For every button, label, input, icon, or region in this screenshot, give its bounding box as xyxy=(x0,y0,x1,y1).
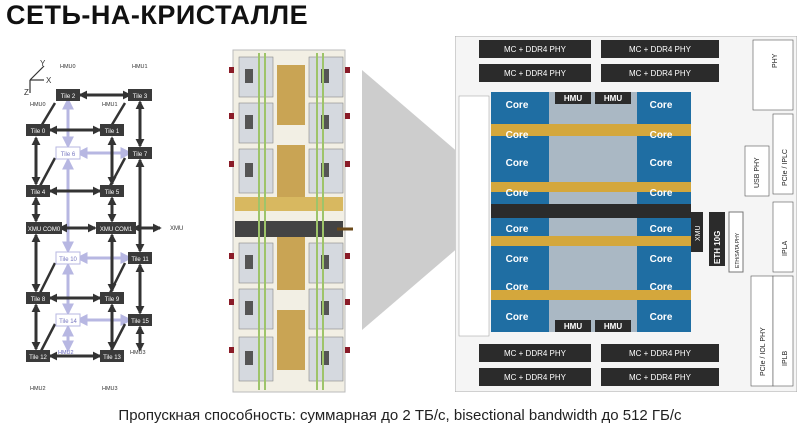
eth-sata-label: ETH/SATA PHY xyxy=(735,232,741,268)
right-io-blocks xyxy=(744,39,794,387)
phy-block-4-label: MC + DDR4 PHY xyxy=(504,349,567,358)
hmu0-front-label: HMU0 xyxy=(30,102,46,108)
ddr-phy-blocks: MC + DDR4 PHY MC + DDR4 PHY MC + DDR4 PH… xyxy=(479,40,719,386)
die-floorplan: MC + DDR4 PHY MC + DDR4 PHY MC + DDR4 PH… xyxy=(455,36,797,392)
noc-topology-diagram: Y X Z xyxy=(24,59,183,392)
phy-block-6-label: MC + DDR4 PHY xyxy=(504,373,567,382)
hmu-br-label: HMU xyxy=(604,322,622,331)
noc-physical-layout xyxy=(229,49,353,393)
xmu-com-blocks: XMU COM0 XMU COM1 xyxy=(26,222,136,234)
iplb-label: IPLB xyxy=(782,350,789,366)
core-r-4: Core xyxy=(650,224,673,235)
hmu1-top-label: HMU1 xyxy=(132,64,148,70)
core-l-0: Core xyxy=(506,100,529,111)
hmu-bl-label: HMU xyxy=(564,322,582,331)
core-r-3: Core xyxy=(650,188,673,199)
left-io-pads xyxy=(458,95,490,337)
xmu-bus xyxy=(491,204,691,218)
usb-label: USB PHY xyxy=(754,157,761,188)
core-l-2: Core xyxy=(506,158,529,169)
axis-indicator xyxy=(29,65,45,93)
axis-z-label: Z xyxy=(24,88,29,97)
core-r-0: Core xyxy=(650,100,673,111)
gold-routing-channels xyxy=(235,65,343,370)
core-l-1: Core xyxy=(506,130,529,141)
axis-x-label: X xyxy=(46,76,52,85)
back-plane-links xyxy=(62,97,133,353)
hmu3-back-label: HMU3 xyxy=(130,350,146,356)
back-tiles: Tile 2 Tile 3 Tile 6 Tile 7 Tile 10 Tile… xyxy=(55,89,152,327)
front-tiles: Tile 0 Tile 1 Tile 4 Tile 5 Tile 8 Tile … xyxy=(26,124,124,362)
core-r-7: Core xyxy=(650,312,673,323)
phy-block-0-label: MC + DDR4 PHY xyxy=(504,45,567,54)
slide-title: СЕТЬ-НА-КРИСТАЛЛЕ xyxy=(6,0,309,30)
tile-8-label: Tile 8 xyxy=(31,297,46,303)
tile-1-label: Tile 1 xyxy=(105,129,120,135)
tile-10-label: Tile 10 xyxy=(59,257,77,263)
xmu-die-label: XMU xyxy=(695,225,702,241)
tile-5-label: Tile 5 xyxy=(105,190,120,196)
eth-label: ETH 10G xyxy=(713,231,722,264)
core-labels: Core Core Core Core Core Core Core Core … xyxy=(506,100,673,323)
hmu2-back-label: HMU2 xyxy=(58,350,74,356)
front-plane-links xyxy=(31,90,162,361)
hmu3-bottom-label: HMU3 xyxy=(102,386,118,392)
central-xmu-band xyxy=(235,221,343,237)
xmu-label: XMU xyxy=(170,226,183,232)
core-l-4: Core xyxy=(506,224,529,235)
pcie-iplc-label: PCIe / IPLC xyxy=(782,149,789,186)
tile-blocks xyxy=(238,56,344,382)
hmu-blocks: HMU HMU HMU HMU xyxy=(555,92,631,332)
core-r-1: Core xyxy=(650,130,673,141)
tile-13-label: Tile 13 xyxy=(103,355,121,361)
phy-block-2-label: MC + DDR4 PHY xyxy=(504,69,567,78)
phy-block-7-label: MC + DDR4 PHY xyxy=(629,373,692,382)
bandwidth-caption: Пропускная способность: суммарная до 2 Т… xyxy=(118,407,682,424)
vertical-links xyxy=(258,53,324,390)
tile-2-label: Tile 2 xyxy=(61,94,76,100)
axis-y-label: Y xyxy=(40,59,46,68)
ipla-label: IPLA xyxy=(782,240,789,256)
core-r-2: Core xyxy=(650,158,673,169)
hmu-labels: HMU0 HMU1 HMU0 HMU1 HMU2 HMU3 HMU2 HMU3 xyxy=(30,64,148,392)
hmu1-front-label: HMU1 xyxy=(102,102,118,108)
zoom-projection-wedge xyxy=(362,70,502,330)
tile-15-label: Tile 15 xyxy=(131,319,149,325)
central-fabric-gold xyxy=(549,124,637,300)
hmu0-top-label: HMU0 xyxy=(60,64,76,70)
tile-4-label: Tile 4 xyxy=(31,190,46,196)
tile-6-label: Tile 6 xyxy=(61,152,76,158)
core-l-5: Core xyxy=(506,254,529,265)
core-l-7: Core xyxy=(506,312,529,323)
core-r-5: Core xyxy=(650,254,673,265)
core-l-6: Core xyxy=(506,282,529,293)
phy-block-1-label: MC + DDR4 PHY xyxy=(629,45,692,54)
phy-block-5-label: MC + DDR4 PHY xyxy=(629,349,692,358)
hmu-tr-label: HMU xyxy=(604,94,622,103)
tile-3-label: Tile 3 xyxy=(133,94,148,100)
pcie-iol-label: PCIe / IOL PHY xyxy=(760,327,767,376)
hmu2-bottom-label: HMU2 xyxy=(30,386,46,392)
hmu-tl-label: HMU xyxy=(564,94,582,103)
core-l-3: Core xyxy=(506,188,529,199)
tile-14-label: Tile 14 xyxy=(59,319,77,325)
tile-0-label: Tile 0 xyxy=(31,129,46,135)
right-io-labels: PHY PCIe / IPLC USB PHY IPLA PCIe / IOL … xyxy=(754,53,789,376)
tile-routers xyxy=(245,69,329,365)
tile-7-label: Tile 7 xyxy=(133,152,148,158)
phy-block-3-label: MC + DDR4 PHY xyxy=(629,69,692,78)
phy-top-label: PHY xyxy=(772,53,779,68)
side-connectors xyxy=(229,67,350,353)
tile-11-label: Tile 11 xyxy=(131,257,149,263)
core-r-6: Core xyxy=(650,282,673,293)
tile-9-label: Tile 9 xyxy=(105,297,120,303)
xmu-com0-label: XMU COM0 xyxy=(28,227,61,233)
tile-12-label: Tile 12 xyxy=(29,355,47,361)
xmu-com1-label: XMU COM1 xyxy=(100,227,133,233)
